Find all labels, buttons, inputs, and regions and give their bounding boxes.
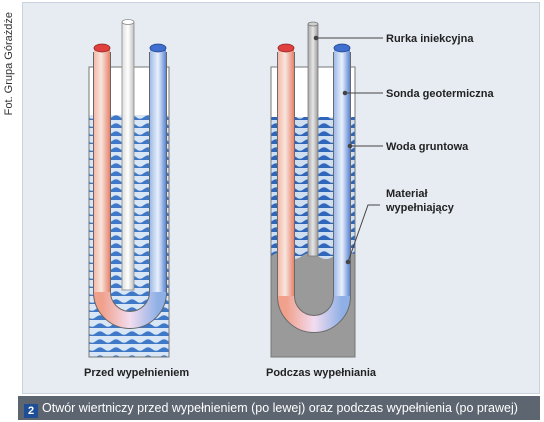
label-material-line1: Materiał: [386, 188, 428, 200]
figure-caption: 2 Otwór wiertniczy przed wypełnieniem (po…: [18, 396, 540, 420]
caption-text: Otwór wiertniczy przed wypełnieniem (po …: [42, 401, 518, 415]
caption-number-badge: 2: [24, 404, 38, 418]
borehole-diagram: Rurka iniekcyjna Sonda geotermiczna Woda…: [84, 19, 494, 379]
leader-material-dot: [345, 259, 351, 265]
probe-blue-leg-right: [334, 50, 350, 299]
borehole-left: [88, 19, 170, 358]
probe-red-leg-right: [278, 50, 294, 299]
probe-blue-leg-left: [150, 50, 166, 295]
probe-cap-blue-right: [333, 43, 351, 53]
label-rurka-iniekcyjna: Rurka iniekcyjna: [386, 33, 474, 45]
injection-tube-left: [121, 21, 135, 291]
leader-woda-dot: [347, 143, 353, 149]
label-material-line2: wypełniający: [385, 202, 455, 214]
probe-bend-right: [278, 295, 350, 332]
probe-cap-red-right: [277, 43, 295, 53]
probe-red-leg-left: [94, 50, 110, 295]
leader-material: [347, 204, 380, 263]
injection-tube-right: [307, 23, 319, 257]
probe-cap-red-left: [93, 43, 111, 53]
leader-rurka-dot: [313, 35, 319, 41]
probe-bend-left: [94, 291, 166, 328]
label-sonda-geotermiczna: Sonda geotermiczna: [386, 88, 494, 100]
label-woda-gruntowa: Woda gruntowa: [386, 141, 469, 153]
tube-cap-right: [307, 21, 319, 27]
tube-cap-left: [121, 19, 135, 25]
title-before-filling: Przed wypełnieniem: [84, 367, 189, 379]
leader-lines: [313, 35, 383, 265]
title-during-filling: Podczas wypełniania: [266, 367, 377, 379]
leader-sonda-dot: [342, 90, 348, 96]
probe-cap-blue-left: [149, 43, 167, 53]
borehole-right: [270, 21, 356, 358]
